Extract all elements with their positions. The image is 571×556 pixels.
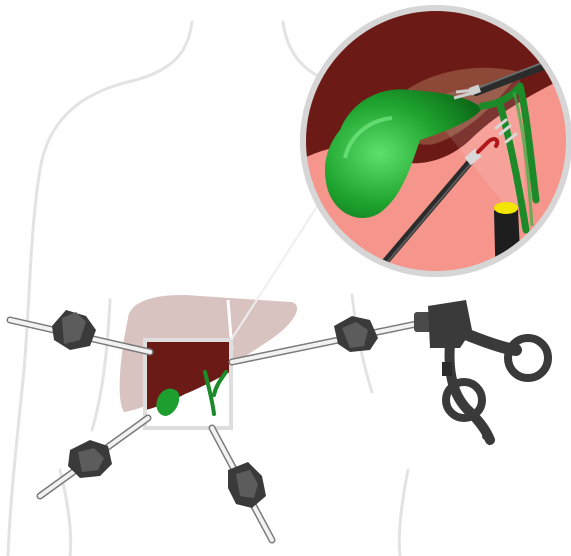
trocar-port-lower-left xyxy=(40,418,148,496)
magnified-inset xyxy=(290,0,571,290)
trocar-port-right xyxy=(334,316,378,352)
operative-field xyxy=(145,340,231,428)
laparoscopic-grasper-handle xyxy=(414,300,548,440)
trocar-port-lower-center xyxy=(212,428,272,540)
